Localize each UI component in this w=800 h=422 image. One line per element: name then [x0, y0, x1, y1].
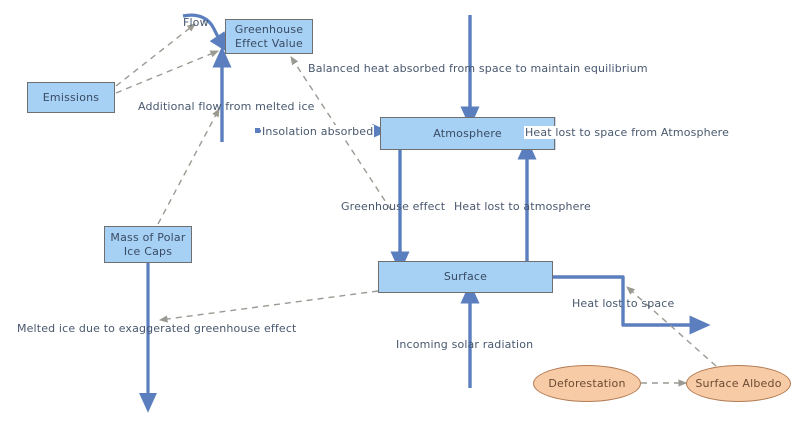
edge-emissions-to-greenhouse-value: [115, 50, 220, 94]
edge-surface-to-melted-ice: [158, 290, 379, 323]
edge-flow-to-greenhouse: [182, 13, 229, 53]
node-surface-albedo-label: Surface Albedo: [695, 376, 782, 390]
node-label-line1: Greenhouse: [234, 23, 304, 37]
edge-heat-lost-to-space-from-surface: [552, 275, 711, 335]
node-label-line2: Ice Caps: [123, 244, 173, 258]
node-surface-label: Surface: [443, 270, 488, 284]
node-label-line1: Mass of Polar: [110, 231, 186, 245]
node-emissions[interactable]: Emissions: [27, 82, 115, 113]
node-deforestation[interactable]: Deforestation: [533, 365, 641, 402]
edge-label-insolation-absorbed: Insolation absorbed: [261, 125, 375, 138]
edge-label-heat-lost-to-space: Heat lost to space: [572, 297, 675, 310]
node-mass-of-polar-ice-caps[interactable]: Mass of Polar Ice Caps: [104, 226, 192, 263]
node-emissions-label: Emissions: [42, 90, 100, 104]
node-surface-albedo[interactable]: Surface Albedo: [686, 365, 791, 402]
node-deforestation-label: Deforestation: [548, 376, 626, 390]
node-greenhouse-effect-value[interactable]: Greenhouse Effect Value: [225, 19, 313, 54]
edge-surface-albedo-to-heat-lost-space: [626, 286, 717, 367]
edge-label-incoming-solar-radiation: Incoming solar radiation: [396, 338, 534, 351]
edge-emissions-to-flow: [115, 23, 196, 87]
node-surface[interactable]: Surface: [378, 261, 553, 293]
edge-label-heat-lost-to-atmosphere: Heat lost to atmosphere: [454, 200, 591, 213]
edge-label-balanced-heat: Balanced heat absorbed from space to mai…: [308, 62, 648, 75]
edge-label-heat-lost-to-space-from-atmosphere: Heat lost to space from Atmosphere: [524, 126, 731, 139]
node-greenhouse-effect-value-label: Greenhouse Effect Value: [235, 23, 303, 50]
edge-label-additional-flow: Additional flow from melted ice: [138, 100, 315, 113]
node-atmosphere-label: Atmosphere: [433, 126, 502, 140]
node-label-line2: Effect Value: [235, 36, 303, 50]
edge-label-greenhouse-effect: Greenhouse effect: [341, 200, 446, 213]
node-mass-of-polar-ice-caps-label: Mass of Polar Ice Caps: [110, 231, 185, 258]
edge-label-flow: Flow: [183, 16, 209, 29]
edge-label-melted-ice: Melted ice due to exaggerated greenhouse…: [17, 322, 297, 335]
edge-ice-caps-to-additional-flow: [157, 108, 220, 225]
